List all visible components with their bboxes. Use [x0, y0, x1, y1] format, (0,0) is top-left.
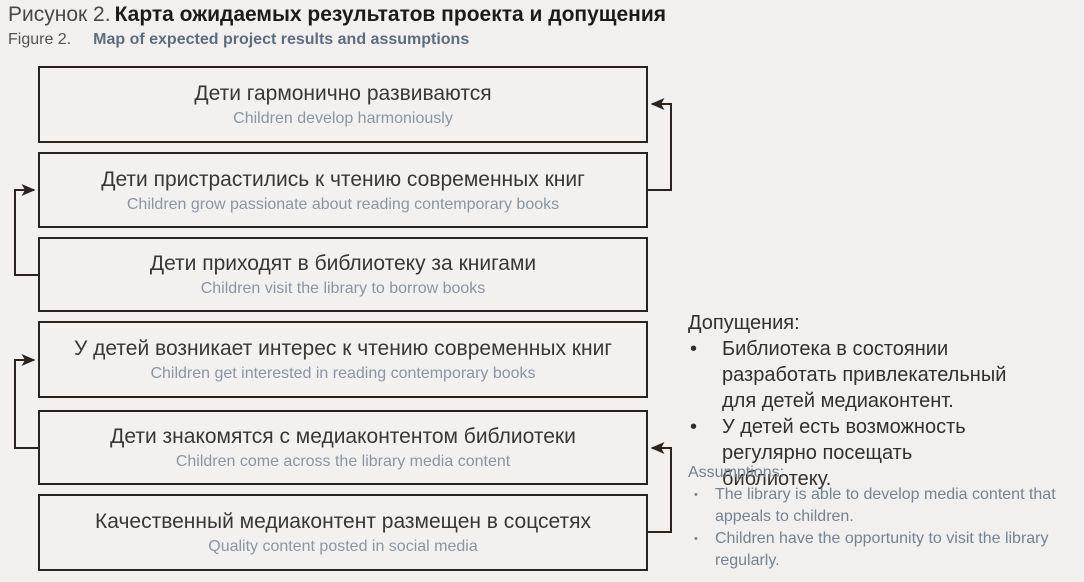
figure-title-ru: Карта ожидаемых результатов проекта и до…	[114, 3, 667, 26]
bullet-icon: •	[694, 533, 698, 545]
box-text-ru: Дети пристрастились к чтению современных…	[101, 167, 585, 191]
figure-title-en-line: Figure 2. Map of expected project results…	[8, 30, 666, 50]
assumption-item-en: • Children have the opportunity to visit…	[688, 528, 1060, 572]
box-text-en: Children grow passionate about reading c…	[126, 195, 560, 213]
assumption-item-ru: • У детей есть возможность регулярно пос…	[688, 414, 1012, 492]
assumption-text-ru: У детей есть возможность регулярно посещ…	[722, 416, 966, 490]
box-text-ru: Дети приходят в библиотеку за книгами	[149, 252, 537, 275]
assumptions-panel-ru: Допущения: • Библиотека в состоянии разр…	[688, 310, 1012, 492]
result-box-children-develop-harmoniously: Дети гармонично развиваются Children dev…	[38, 66, 648, 143]
box-text-en: Children develop harmoniously	[233, 110, 453, 127]
arrow-box2-to-box1	[648, 98, 672, 191]
box-text-en: Children come across the library media c…	[175, 453, 511, 470]
arrow-box5-to-box4	[14, 354, 38, 449]
assumptions-heading-en: Assumptions:	[688, 464, 785, 481]
result-box-children-visit-library: Дети приходят в библиотеку за книгами Ch…	[38, 237, 648, 312]
assumptions-heading-ru: Допущения:	[688, 312, 800, 334]
assumption-text-en: The library is able to develop media con…	[715, 486, 1056, 525]
assumption-text-en: Children have the opportunity to visit t…	[715, 530, 1049, 569]
result-box-children-passionate-reading: Дети пристрастились к чтению современных…	[38, 152, 648, 228]
assumption-text-ru: Библиотека в состоянии разработать привл…	[722, 338, 1007, 412]
assumption-item-en: • The library is able to develop media c…	[688, 484, 1060, 528]
figure-header: Рисунок 2.Карта ожидаемых результатов пр…	[8, 2, 666, 50]
result-box-children-meet-media-content: Дети знакомятся с медиаконтентом библиот…	[38, 410, 648, 485]
figure-label-ru: Рисунок 2.	[8, 3, 111, 26]
box-text-ru: Дети гармонично развиваются	[194, 82, 492, 105]
result-box-children-interested-reading: У детей возникает интерес к чтению совре…	[38, 321, 648, 398]
bullet-icon: •	[694, 489, 698, 501]
box-text-en: Quality content posted in social media	[208, 538, 478, 555]
assumptions-panel-en: Assumptions: • The library is able to de…	[688, 461, 1060, 572]
figure-label-en: Figure 2.	[8, 31, 72, 48]
bullet-icon: •	[690, 338, 698, 360]
arrow-box3-to-box2	[14, 184, 38, 276]
result-box-quality-content-posted: Качественный медиаконтент размещен в соц…	[38, 494, 648, 571]
figure-title-ru-line: Рисунок 2.Карта ожидаемых результатов пр…	[8, 2, 666, 27]
bullet-icon: •	[690, 416, 698, 438]
arrow-box6-to-box5	[648, 442, 672, 533]
box-text-ru: У детей возникает интерес к чтению совре…	[74, 337, 612, 360]
figure-title-en: Map of expected project results and assu…	[93, 31, 470, 48]
box-text-ru: Качественный медиаконтент размещен в соц…	[95, 510, 591, 533]
assumption-item-ru: • Библиотека в состоянии разработать при…	[688, 336, 1012, 414]
box-text-en: Children get interested in reading conte…	[150, 365, 536, 382]
box-text-en: Children visit the library to borrow boo…	[200, 280, 486, 297]
box-text-ru: Дети знакомятся с медиаконтентом библиот…	[110, 425, 576, 448]
